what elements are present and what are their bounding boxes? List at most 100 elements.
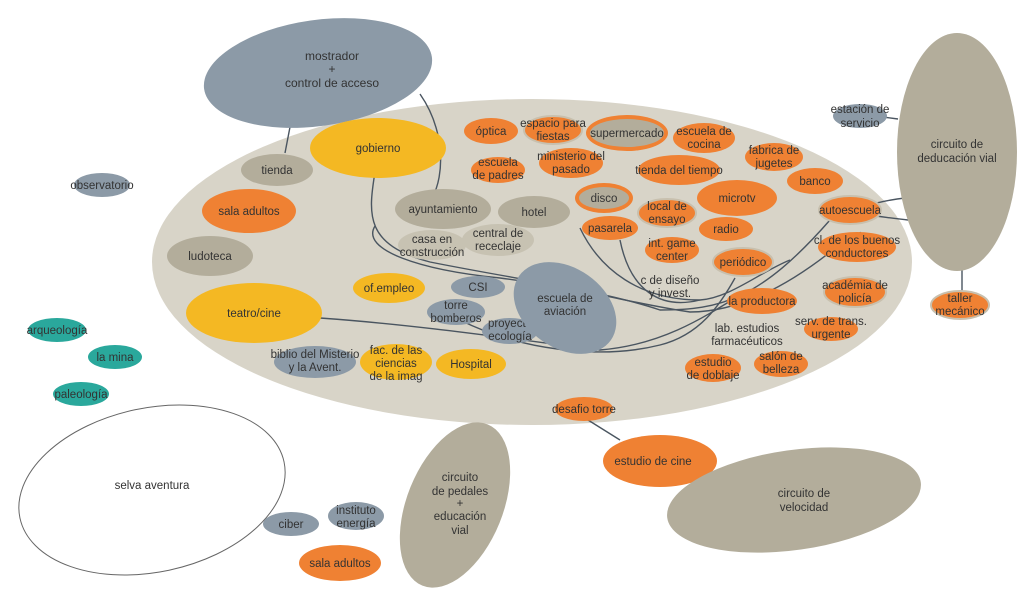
label-sala-adultos-2: sala adultos: [309, 558, 371, 570]
label-pasarela: pasarela: [588, 223, 633, 235]
label-csi: CSI: [468, 282, 487, 294]
label-cl-1: cl. de los buenos: [814, 235, 901, 247]
node-sala-adultos-2: [299, 545, 381, 581]
label-ludoteca: ludoteca: [188, 251, 232, 263]
label-torre-2: bomberos: [430, 313, 481, 325]
node-microtv: [697, 180, 777, 216]
label-central-2: receclaje: [475, 241, 521, 253]
label-ciber: ciber: [279, 519, 304, 531]
label-of-empleo: of.empleo: [364, 283, 415, 295]
label-cocina-2: cocina: [687, 139, 721, 151]
label-estacion-2: servicio: [841, 118, 880, 130]
label-teatro-cine: teatro/cine: [227, 308, 281, 320]
label-cev-1: circuito de: [931, 139, 983, 151]
node-arqueologia: [28, 318, 86, 342]
node-pasarela: [582, 216, 638, 240]
label-paleologia: paleología: [54, 389, 108, 401]
label-salon-2: belleza: [763, 364, 800, 376]
node-hospital: [436, 349, 506, 379]
label-diseno-2: y invest.: [649, 288, 691, 300]
label-game-1: int. game: [648, 238, 695, 250]
label-microtv: microtv: [718, 193, 755, 205]
node-hotel: [498, 196, 570, 228]
label-diseno-1: c de diseño: [641, 275, 700, 287]
node-sala-adultos-1: [202, 189, 296, 233]
label-tienda: tienda: [261, 165, 293, 177]
label-ayuntamiento: ayuntamiento: [408, 204, 477, 216]
label-academia-1: académia de: [822, 280, 888, 292]
label-salon-1: salón de: [759, 351, 802, 363]
label-academia-2: policía: [838, 293, 872, 305]
node-autoescuela: [818, 195, 882, 225]
label-arqueologia: arqueología: [27, 325, 88, 337]
label-observatorio: observatorio: [70, 180, 133, 192]
node-casa-construccion: [398, 230, 466, 260]
label-radio: radio: [713, 224, 739, 236]
node-escuela-padres: [471, 157, 525, 183]
node-of-empleo: [353, 273, 425, 303]
label-biblio-1: biblio del Misterio: [271, 349, 360, 361]
node-espacio-fiestas: [523, 115, 583, 145]
node-mostrador: [203, 18, 433, 128]
label-cev-2: deducación vial: [917, 153, 996, 165]
label-supermercado: supermercado: [590, 128, 664, 140]
node-fac-ciencias: [360, 344, 432, 380]
node-disco-inner: [579, 187, 629, 209]
label-torre-1: torre: [444, 300, 468, 312]
label-aviacion-2: aviación: [544, 306, 586, 318]
label-lab-1: lab. estudios: [715, 323, 780, 335]
node-estudio-doblaje: [685, 354, 741, 382]
label-biblio-2: y la Avent.: [289, 362, 342, 374]
label-game-2: center: [656, 251, 688, 263]
label-pedales-3: +: [457, 498, 464, 510]
label-doblaje-1: estudio: [694, 357, 731, 369]
label-taller-2: mecánico: [935, 306, 984, 318]
label-la-mina: la mina: [96, 352, 134, 364]
node-la-mina: [88, 345, 142, 369]
node-biblio: [274, 346, 356, 378]
node-circuito-educacion-vial: [897, 33, 1017, 271]
node-supermercado-inner: [590, 119, 664, 147]
node-cl-buenos-conductores: [818, 232, 896, 262]
node-estudio-cine: [603, 435, 717, 487]
label-padres-2: de padres: [472, 170, 523, 182]
node-academia-policia: [823, 276, 887, 308]
node-fabrica-juguetes: [745, 143, 803, 171]
label-optica: óptica: [476, 126, 507, 138]
label-tienda-tiempo: tienda del tiempo: [635, 165, 723, 177]
node-csi: [451, 276, 505, 298]
node-serv-trans: [804, 317, 858, 341]
node-torre-bomberos: [427, 299, 485, 325]
label-cocina-1: escuela de: [676, 126, 732, 138]
node-periodico: [712, 247, 774, 277]
label-cl-2: conductores: [826, 248, 889, 260]
label-velocidad-2: velocidad: [780, 502, 829, 514]
node-selva-aventura: [18, 404, 286, 576]
node-tienda: [241, 154, 313, 186]
node-la-productora: [727, 288, 797, 314]
label-estudio-cine: estudio de cine: [614, 456, 691, 468]
label-autoescuela: autoescuela: [819, 205, 882, 217]
label-pedales-1: circuito: [442, 472, 478, 484]
node-observatorio: [74, 173, 130, 197]
label-velocidad-1: circuito de: [778, 488, 830, 500]
node-escuela-aviacion: [513, 262, 617, 354]
label-fiestas-2: fiestas: [536, 131, 569, 143]
label-mostrador-plus: +: [328, 62, 335, 76]
node-paleologia: [53, 382, 109, 406]
label-fabrica-2: jugetes: [754, 158, 792, 170]
label-serv-2: urgente: [811, 329, 850, 341]
node-central-reciclaje: [462, 224, 534, 256]
label-sala-adultos-1: sala adultos: [218, 206, 280, 218]
label-ministerio-2: pasado: [552, 164, 590, 176]
node-proyecto-ecologia: [482, 318, 538, 344]
node-local-ensayo: [637, 198, 697, 228]
label-central-1: central de: [473, 228, 524, 240]
label-periodico: periódico: [720, 257, 767, 269]
node-instituto-energia: [328, 502, 384, 530]
label-pedales-2: de pedales: [432, 486, 489, 498]
label-selva-aventura: selva aventura: [115, 480, 190, 492]
label-ministerio-1: ministerio del: [537, 151, 605, 163]
label-desafio-torre: desafio torre: [552, 404, 616, 416]
